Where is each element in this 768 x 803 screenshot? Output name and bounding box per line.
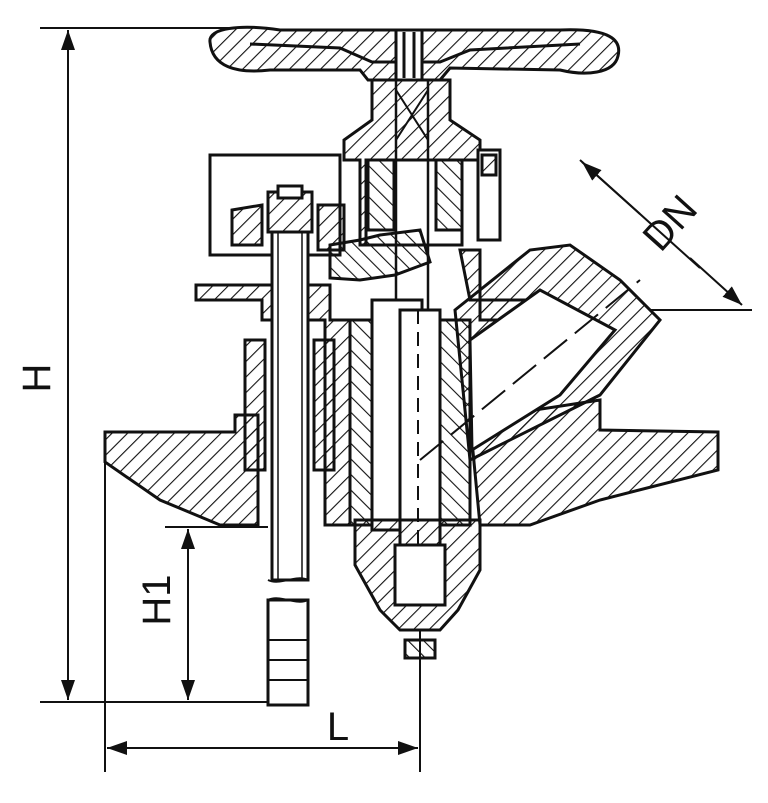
dimension-h-label: H bbox=[15, 364, 59, 393]
dimension-h1-label: H1 bbox=[135, 574, 179, 625]
dimension-h bbox=[40, 27, 268, 703]
handwheel bbox=[208, 25, 621, 82]
dimension-dn-label: DN bbox=[635, 187, 706, 259]
lever-housing bbox=[208, 153, 432, 282]
stud-bolt bbox=[243, 184, 336, 707]
outlet-centerline bbox=[419, 279, 641, 461]
bonnet bbox=[342, 78, 502, 330]
dimension-h1 bbox=[165, 526, 268, 700]
dimension-l-label: L bbox=[327, 705, 349, 749]
dimension-dn bbox=[579, 159, 752, 311]
dimension-l bbox=[104, 462, 421, 772]
valve-body bbox=[103, 243, 720, 660]
